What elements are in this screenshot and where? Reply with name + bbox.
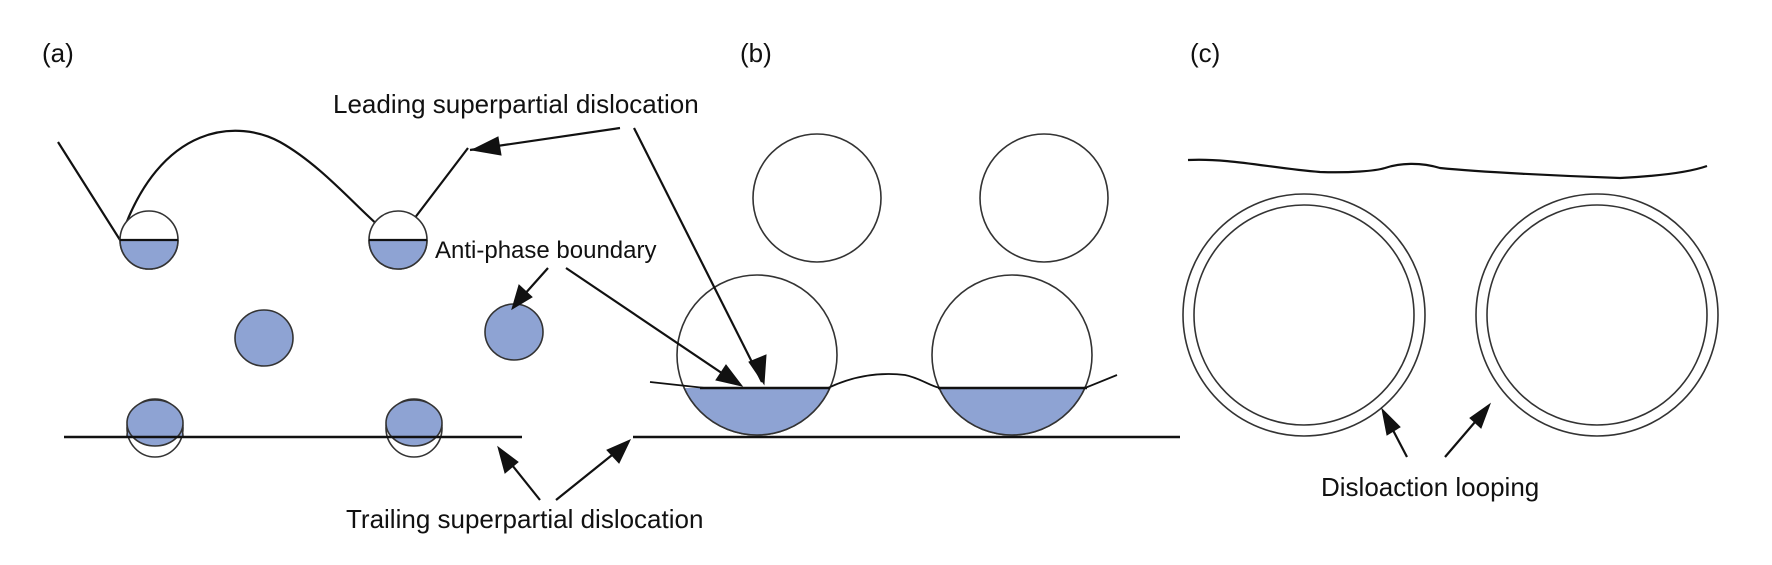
- arrowhead-trailing-b: [606, 439, 632, 464]
- arrowhead-leading-b: [748, 354, 767, 386]
- panel-a: [57, 129, 544, 458]
- precipitate-a-mid-right: [484, 303, 544, 361]
- panel-c: [1182, 158, 1719, 437]
- leading-callout-line-b: [633, 127, 763, 383]
- arrowhead-trailing-a: [497, 445, 519, 474]
- precipitate-a-top-left-fill: [119, 240, 179, 270]
- precipitate-b-top-right: [979, 133, 1109, 263]
- arrowhead-loop-right: [1469, 402, 1492, 429]
- panel-label-b: (b): [740, 38, 772, 68]
- precipitate-b-bottom-right-fill: [938, 388, 1086, 436]
- dislocation-looping-label: Disloaction looping: [1321, 472, 1539, 502]
- arrowhead-loop-left: [1381, 407, 1401, 436]
- dislocation-loop-inner-right: [1486, 204, 1708, 426]
- precipitate-a-mid-left: [234, 309, 294, 367]
- precipitate-a-bottom-right-shade: [385, 399, 443, 447]
- arrowhead-apb-a: [511, 284, 533, 311]
- precipitate-a-top-right-fill: [368, 240, 428, 270]
- arrowhead-leading-a: [470, 136, 502, 156]
- precipitate-b-top-left: [752, 133, 882, 263]
- callouts: [469, 126, 1492, 501]
- leading-dislocation-line-a: [57, 129, 469, 243]
- anti-phase-boundary-label: Anti-phase boundary: [435, 237, 656, 264]
- panel-b: [633, 133, 1180, 439]
- arrowhead-apb-b: [715, 364, 744, 387]
- dislocation-line-c: [1187, 158, 1708, 180]
- precipitate-b-bottom-left-fill: [683, 388, 831, 436]
- leading-superpartial-label: Leading superpartial dislocation: [333, 89, 699, 119]
- panel-label-c: (c): [1190, 38, 1220, 68]
- precipitate-a-bottom-left-shade: [126, 399, 184, 447]
- dislocation-loop-inner-left: [1193, 204, 1415, 426]
- leading-dislocation-line-b: [649, 373, 1118, 389]
- trailing-superpartial-label: Trailing superpartial dislocation: [346, 504, 703, 534]
- apb-callout-line-b: [565, 267, 739, 385]
- panel-label-a: (a): [42, 38, 74, 68]
